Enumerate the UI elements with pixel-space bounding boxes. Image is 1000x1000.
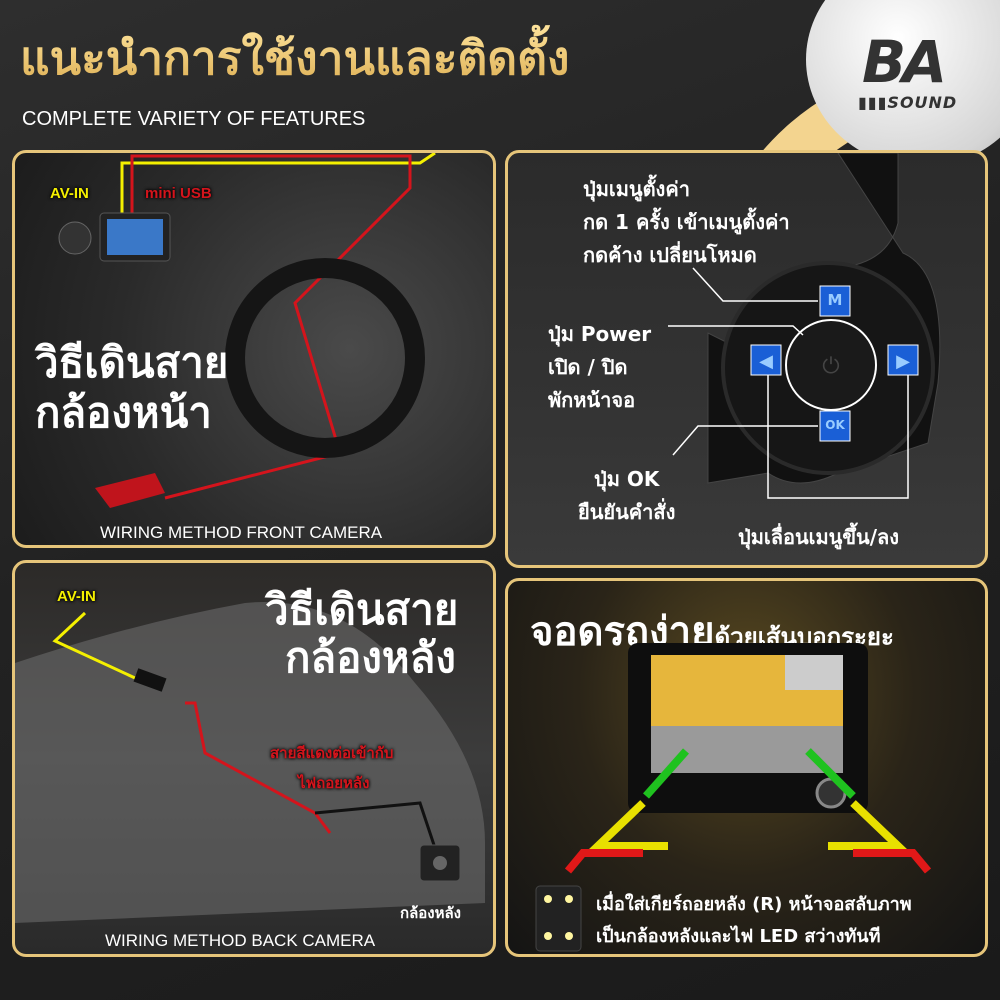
ok-description: ปุ่ม OK ยืนยันคำสั่ง: [578, 463, 675, 529]
yellow-av-wire: [120, 153, 436, 213]
ok-desc-line: ปุ่ม OK: [594, 467, 660, 491]
screen-floor: [651, 726, 843, 773]
logo-subtext-word: SOUND: [887, 93, 958, 112]
suction-mount-icon: [58, 221, 92, 255]
red-wire-note-line2: ไฟถอยหลัง: [298, 775, 370, 792]
guide-right-red: [853, 849, 932, 874]
front-camera-wiring-panel: AV-IN mini USB วิธีเดินสาย กล้องหน้า WIR…: [12, 150, 496, 548]
back-caption: WIRING METHOD BACK CAMERA: [105, 931, 376, 950]
power-icon: ⏻: [822, 354, 839, 379]
parking-desc-line: เป็นกล้องหลังและไฟ LED สว่างทันที: [596, 926, 881, 947]
cable-connector: [133, 668, 167, 692]
keypad-diagram: ⏻ ◀ ▶: [668, 153, 941, 499]
parking-desc-line: เมื่อใส่เกียร์ถอยหลัง (R) หน้าจอสลับภาพ: [596, 894, 912, 915]
menu-desc-line: ปุ่มเมนูตั้งค่า: [583, 177, 690, 201]
steering-wheel: [225, 258, 425, 458]
power-button: [785, 319, 877, 411]
menu-description: ปุ่มเมนูตั้งค่า กด 1 ครั้ง เข้าเมนูตั้งค…: [583, 173, 790, 272]
scroll-description: ปุ่มเลื่อนเมนูขึ้น/ลง: [738, 525, 900, 549]
power-desc-line: เปิด / ปิด: [548, 355, 628, 379]
guide-left-green: [643, 748, 689, 799]
mini-usb-label: mini USB: [145, 185, 212, 202]
av-in-label: AV-IN: [50, 185, 89, 202]
logo-subtext: ▮▮▮SOUND: [858, 93, 958, 112]
guide-left-red: [564, 849, 643, 874]
left-key: [750, 344, 782, 376]
led-light: [565, 895, 573, 903]
back-av-in-label: AV-IN: [57, 588, 96, 605]
page-title: แนะนำการใช้งานและติดตั้ง: [20, 22, 570, 95]
dashcam-screen: [107, 219, 163, 255]
page-subtitle: COMPLETE VARIETY OF FEATURES: [22, 108, 366, 130]
back-camera-wiring-panel: AV-IN วิธีเดินสาย กล้องหลัง สายสีแดงต่อเ…: [12, 560, 496, 957]
black-camera-wire: [314, 801, 437, 849]
parking-description: เมื่อใส่เกียร์ถอยหลัง (R) หน้าจอสลับภาพ …: [596, 889, 912, 953]
guide-right-yellow: [828, 800, 908, 850]
ok-desc-line: ยืนยันคำสั่ง: [578, 500, 676, 524]
back-wiring-diagram: [15, 602, 485, 923]
led-light: [544, 932, 552, 940]
button-guide-panel: ⏻ ◀ ▶ M OK ปุ่มเมนูตั้งค่า กด 1 ครั้ง เข…: [505, 150, 988, 568]
car-silhouette: [15, 602, 485, 923]
logo-text: BA: [862, 28, 947, 96]
rear-camera-lens: [433, 856, 447, 870]
back-heading-line1: วิธีเดินสาย: [265, 585, 459, 634]
front-caption: WIRING METHOD FRONT CAMERA: [100, 523, 383, 542]
yellow-av-wire: [52, 611, 136, 680]
menu-key: [819, 285, 851, 317]
scroll-leader-line: [767, 373, 909, 499]
guide-left-yellow: [588, 800, 668, 850]
ok-key: [819, 410, 851, 442]
led-light: [544, 895, 552, 903]
led-light: [565, 932, 573, 940]
menu-desc-line: กดค้าง เปลี่ยนโหมด: [583, 243, 757, 267]
led-rear-camera-icon: [535, 885, 582, 952]
left-arrow-icon: ◀: [759, 351, 773, 372]
front-wiring-diagram: [58, 153, 436, 508]
right-key: [887, 344, 919, 376]
menu-leader-line: [692, 267, 818, 302]
ok-key-label: OK: [825, 418, 845, 432]
menu-desc-line: กด 1 ครั้ง เข้าเมนูตั้งค่า: [583, 210, 790, 234]
power-description: ปุ่ม Power เปิด / ปิด พักหน้าจอ: [548, 318, 651, 417]
right-arrow-icon: ▶: [896, 351, 910, 372]
guide-right-green: [805, 748, 856, 799]
guide-lines: [564, 748, 932, 874]
power-desc-line: ปุ่ม Power: [548, 322, 652, 346]
menu-key-label: M: [827, 291, 843, 309]
back-heading-line2: กล้องหลัง: [285, 633, 456, 682]
ok-leader-line: [672, 425, 818, 456]
screen-pip: [785, 655, 843, 690]
parking-screen-diagram: [535, 643, 932, 952]
power-leader-line: [668, 325, 804, 336]
front-heading-line1: วิธีเดินสาย: [35, 338, 229, 387]
front-heading-line2: กล้องหน้า: [35, 388, 212, 437]
parking-guide-panel: จอดรถง่ายด้วยเส้นบอกระยะ เมื่อใส่เกียร์ถ…: [505, 578, 988, 957]
car-charger-plug: [95, 473, 165, 508]
red-reverse-wire: [185, 701, 332, 834]
power-desc-line: พักหน้าจอ: [548, 388, 636, 412]
red-wire-note-line1: สายสีแดงต่อเข้ากับ: [270, 745, 394, 762]
rear-camera-label: กล้องหลัง: [400, 904, 462, 922]
